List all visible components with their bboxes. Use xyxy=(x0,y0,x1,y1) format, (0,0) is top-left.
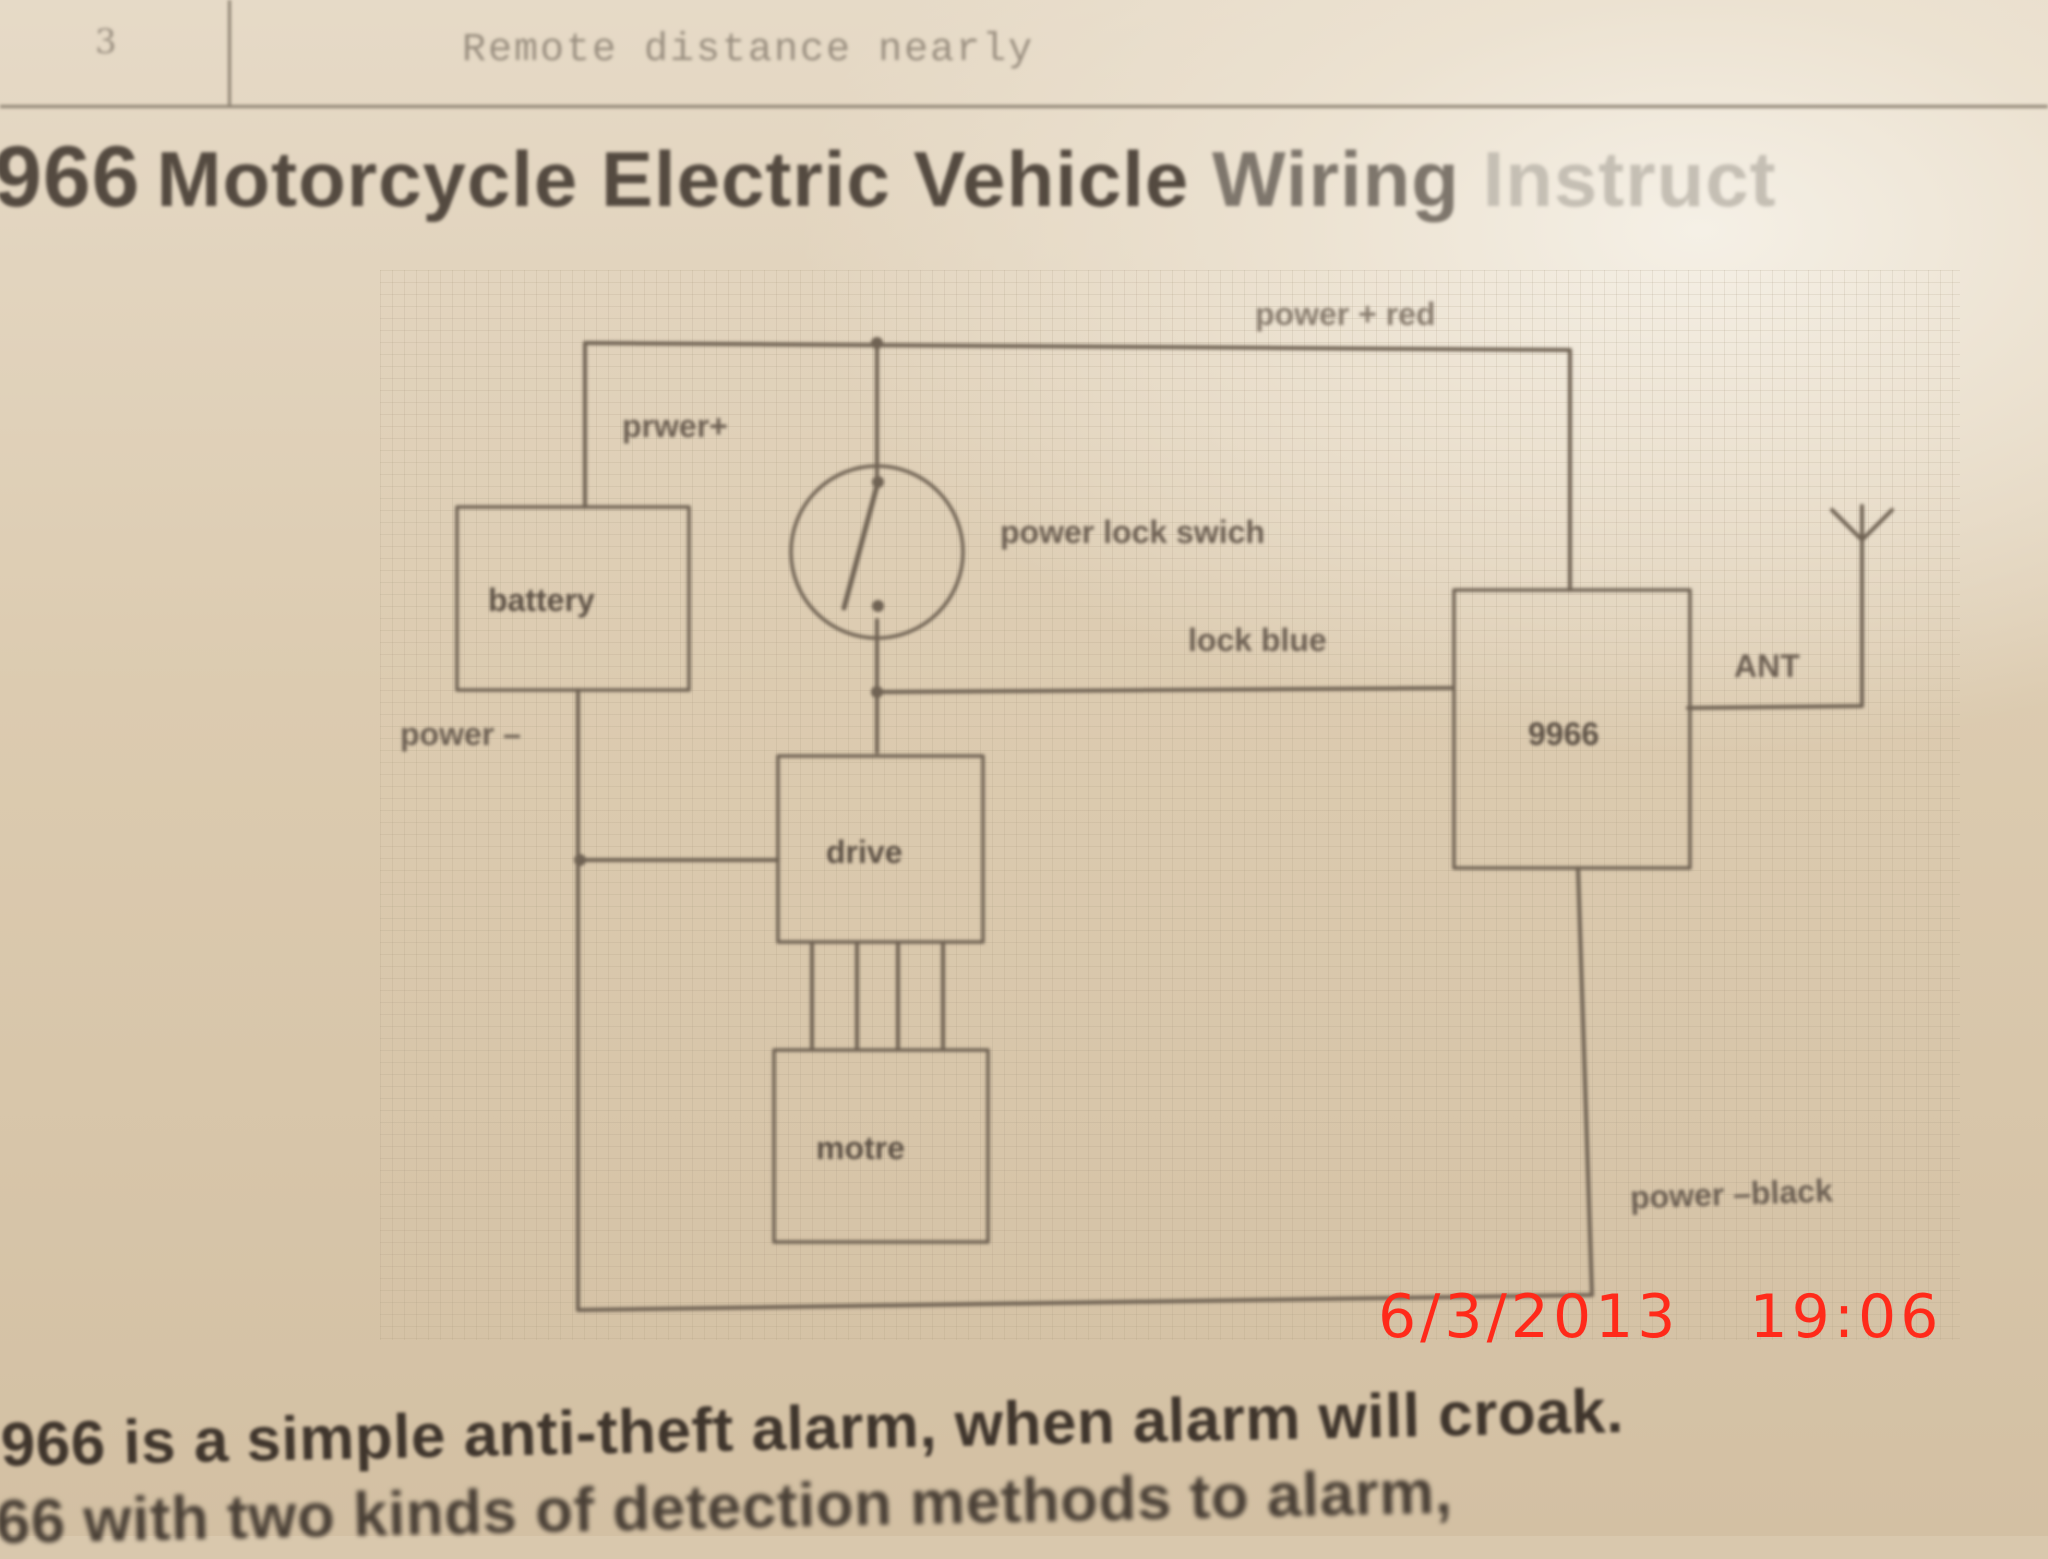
battery-box xyxy=(455,505,691,692)
module-box xyxy=(1452,588,1692,870)
antenna-icon xyxy=(1830,504,1894,542)
label-ant: ANT xyxy=(1734,648,1800,684)
battery-label: battery xyxy=(488,582,595,618)
wire-antenna xyxy=(1686,536,1864,710)
label-power-lock-switch: power lock swich xyxy=(1000,514,1265,550)
junction-top xyxy=(871,337,883,349)
title-main: Motorcycle Electric Vehicle xyxy=(156,135,1212,223)
title-model-number: 966 xyxy=(0,129,141,225)
table-row-number: 3 xyxy=(95,22,117,62)
diagram-grid-background xyxy=(380,270,1960,1340)
wire-power-red-top xyxy=(583,341,1572,592)
switch-lever xyxy=(841,479,881,611)
drive-box xyxy=(776,754,985,944)
switch-contact-bottom xyxy=(872,600,884,612)
drive-label: drive xyxy=(826,834,903,870)
label-power-red: power + red xyxy=(1255,296,1436,332)
motor-label: motre xyxy=(816,1130,905,1166)
label-power-minus: power – xyxy=(400,716,521,752)
label-power-black: power –black xyxy=(1629,1172,1834,1216)
label-lock-blue: lock blue xyxy=(1188,622,1327,658)
title-cut-off: Instruct xyxy=(1482,135,1777,223)
junction-ground xyxy=(574,854,586,866)
wire-power-minus-left xyxy=(576,688,1594,1312)
switch-icon xyxy=(789,464,965,640)
timestamp-date: 6/3/2013 xyxy=(1378,1282,1680,1352)
camera-timestamp: 6/3/2013 19:06 xyxy=(1378,1282,1942,1352)
switch-contact-top xyxy=(872,476,884,488)
table-cell-divider xyxy=(228,0,231,105)
junction-lock xyxy=(871,686,883,698)
title-faded: Wiring xyxy=(1211,135,1483,223)
motor-box xyxy=(772,1048,990,1244)
label-power-plus: prwer+ xyxy=(622,408,728,444)
spec-table-row: 3 Remote distance nearly xyxy=(0,0,2048,108)
table-row-text: Remote distance nearly xyxy=(462,28,1035,73)
module-label: 9966 xyxy=(1528,716,1600,752)
wire-lock-blue xyxy=(875,686,1454,694)
timestamp-time: 19:06 xyxy=(1749,1282,1943,1352)
